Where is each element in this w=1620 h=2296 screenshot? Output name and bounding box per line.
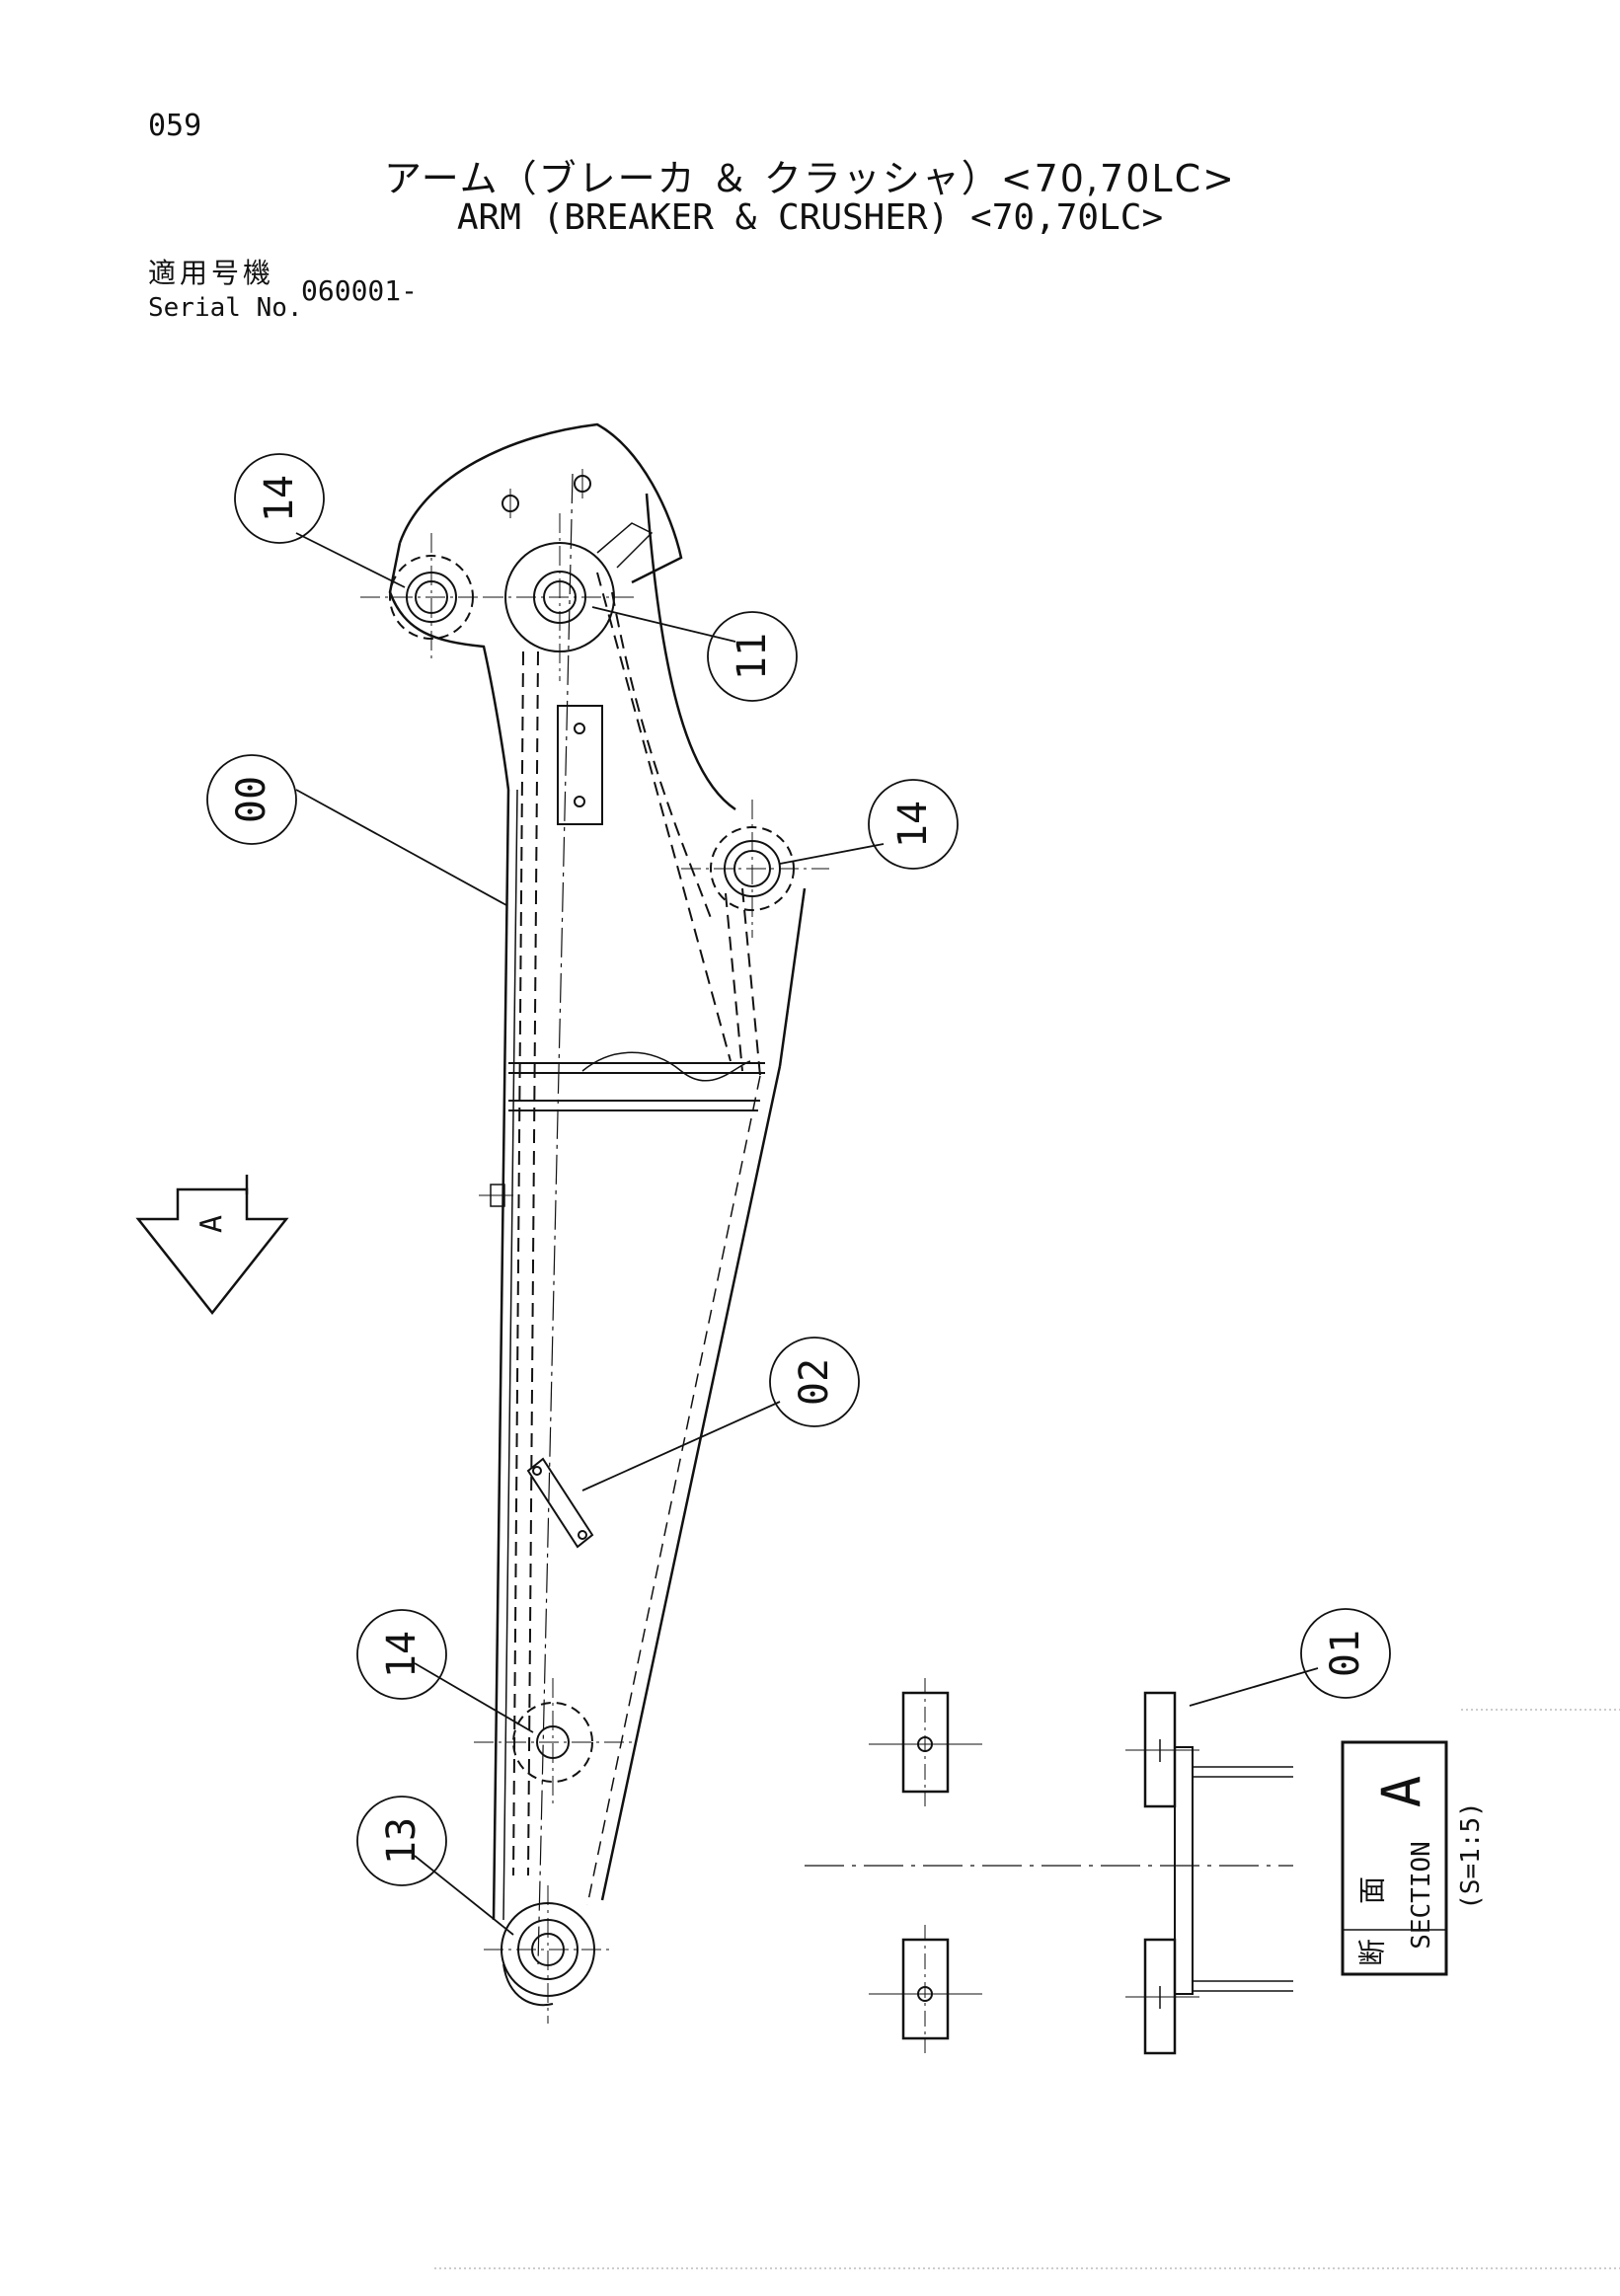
- section-scale: (S=1:5): [1456, 1801, 1486, 1910]
- callout-00: 00: [206, 754, 297, 845]
- pin-mid-right: [681, 800, 829, 938]
- bracket-part-02: [526, 1457, 594, 1549]
- callout-label: 02: [792, 1358, 837, 1406]
- callout-14-mid-right: 14: [868, 779, 959, 870]
- view-arrow-a: A: [135, 1175, 289, 1316]
- callout-label: 00: [229, 776, 274, 823]
- pin-top-center: [484, 513, 637, 681]
- pin-bottom: [484, 1885, 612, 2024]
- callout-01: 01: [1300, 1608, 1391, 1699]
- section-letter: A: [1371, 1776, 1433, 1808]
- callout-label: 11: [730, 633, 775, 680]
- callout-label: 13: [379, 1817, 424, 1865]
- section-label-text: SECTION: [1407, 1841, 1436, 1950]
- callout-14-lower: 14: [356, 1609, 447, 1700]
- page-number: 059: [148, 109, 202, 143]
- callout-label: 14: [257, 475, 302, 522]
- callout-11: 11: [707, 611, 798, 702]
- serial-label-japanese: 適用号機: [148, 257, 275, 289]
- serial-label-english: Serial No.: [148, 293, 303, 323]
- section-label-box: 断 面 SECTION A (S=1:5): [1341, 1740, 1486, 1976]
- callout-label: 14: [379, 1631, 424, 1678]
- title-english: ARM (BREAKER & CRUSHER) <70,70LC>: [456, 197, 1164, 238]
- title-japanese: アーム（ブレーカ ＆ クラッシャ）<70,70LC>: [384, 157, 1236, 200]
- callout-02: 02: [769, 1337, 860, 1427]
- serial-number-value: 060001-: [301, 274, 419, 307]
- arm-body: [388, 422, 807, 1965]
- callout-leaders: [295, 532, 1319, 1936]
- section-ja-char-1: 断: [1356, 1939, 1389, 1966]
- view-arrow-letter: A: [195, 1215, 230, 1233]
- callout-13: 13: [356, 1796, 447, 1886]
- section-a-view: [805, 1678, 1293, 2055]
- section-ja-char-2: 面: [1356, 1876, 1389, 1904]
- callout-label: 14: [890, 801, 936, 848]
- callout-14-top-left: 14: [234, 453, 325, 544]
- callout-label: 01: [1323, 1630, 1368, 1677]
- pin-lower: [474, 1678, 632, 1806]
- pin-top-left: [360, 533, 503, 661]
